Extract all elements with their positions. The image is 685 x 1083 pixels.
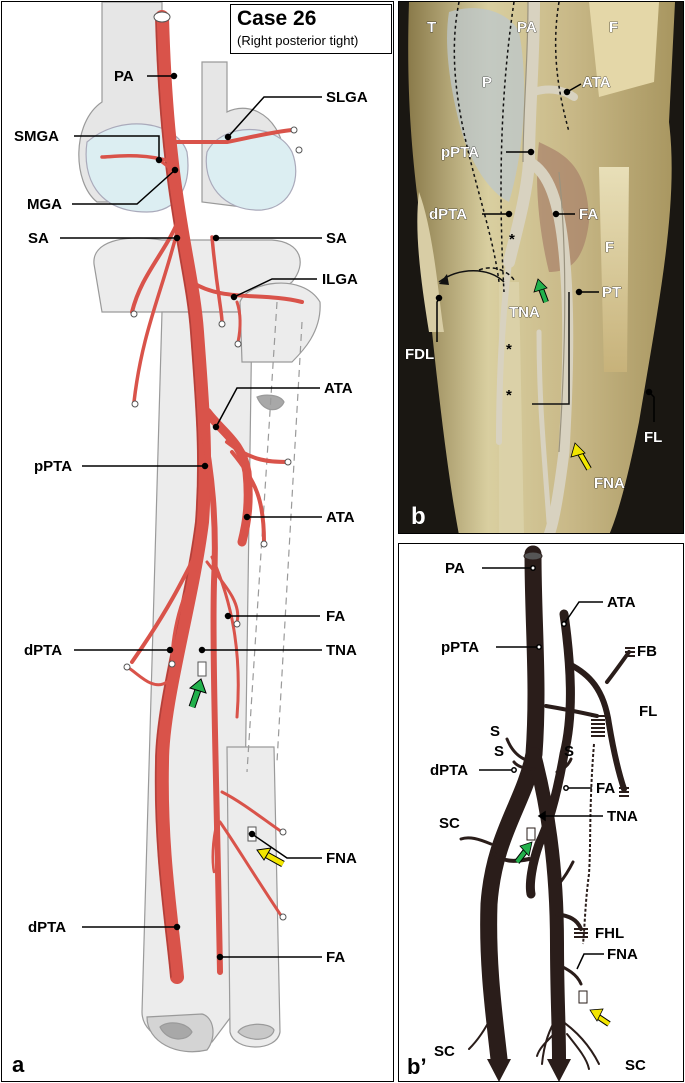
green-arrow: [188, 678, 207, 709]
photo-label-fl: FL: [644, 429, 662, 446]
label-fna: FNA: [326, 850, 357, 867]
photo-label-pa: PA: [517, 19, 537, 36]
label-dpta-mid: dPTA: [24, 642, 62, 659]
case-title: Case 26: [237, 7, 317, 30]
tna-marker: [197, 661, 207, 677]
label-ata-mid: ATA: [326, 509, 355, 526]
leader-lines: [60, 72, 322, 961]
label-ilga: ILGA: [322, 271, 358, 288]
schematic-label-dpta: dPTA: [430, 762, 468, 779]
schematic-label-ppta: pPTA: [441, 639, 479, 656]
schematic-label-fna: FNA: [607, 946, 638, 963]
artery-tree: [100, 10, 304, 984]
photo-label-fa: FA: [579, 206, 598, 223]
case-subtitle: (Right posterior tight): [237, 33, 359, 48]
photo-label-p: P: [482, 74, 492, 91]
hatched-ends: [574, 647, 635, 938]
label-fa-mid: FA: [326, 608, 345, 625]
schematic-label-sc-low-left: SC: [434, 1043, 455, 1060]
artery-cut-ends: [123, 11, 303, 921]
schematic-leaders: [479, 565, 604, 970]
photo-label-dpta: dPTA: [429, 206, 467, 223]
photo-label-ppta: pPTA: [441, 144, 479, 161]
green-arrow-photo: [533, 278, 549, 304]
photo-label-t: T: [427, 19, 436, 36]
label-sa-left: SA: [28, 230, 49, 247]
label-pa: PA: [114, 68, 134, 85]
label-slga: SLGA: [326, 89, 368, 106]
schematic-label-s3: S: [564, 743, 574, 760]
photo-label-pt: PT: [602, 284, 621, 301]
schematic-label-tna: TNA: [607, 808, 638, 825]
schematic-arteries: [459, 545, 631, 1070]
panel-a-illustration: PA SLGA SMGA MGA SA SA ILGA ATA pPTA ATA…: [12, 2, 368, 1077]
panel-letter-b: b: [411, 503, 426, 530]
schematic-label-sc-left: SC: [439, 815, 460, 832]
panel-letter-b-prime: b’: [407, 1054, 427, 1079]
dissection-photo: T PA F P ATA pPTA dPTA FA F TNA PT FDL F…: [405, 2, 675, 533]
photo-label-f-mid: F: [605, 239, 614, 256]
panel-letter-a: a: [12, 1052, 25, 1077]
photo-label-f-top: F: [609, 19, 618, 36]
photo-label-fdl: FDL: [405, 346, 434, 363]
label-ppta: pPTA: [34, 458, 72, 475]
label-tna: TNA: [326, 642, 357, 659]
case-box: Case 26 (Right posterior tight): [230, 4, 392, 54]
label-dpta-low: dPTA: [28, 919, 66, 936]
schematic-label-ata: ATA: [607, 594, 636, 611]
schematic-label-pa: PA: [445, 560, 465, 577]
label-fa-low: FA: [326, 949, 345, 966]
label-smga: SMGA: [14, 128, 59, 145]
yellow-arrow-photo: [570, 442, 592, 471]
schematic-label-s2: S: [494, 743, 504, 760]
yellow-arrow-schematic: [589, 1008, 611, 1027]
label-ata-top: ATA: [324, 380, 353, 397]
photo-label-fna: FNA: [594, 475, 625, 492]
yellow-arrow: [256, 847, 285, 868]
label-mga: MGA: [27, 196, 62, 213]
photo-star-3: *: [506, 387, 512, 404]
photo-star-1: *: [509, 231, 515, 248]
schematic-label-sc-low-right: SC: [625, 1057, 646, 1074]
label-sa-right: SA: [326, 230, 347, 247]
schematic-diagram: PA ATA pPTA FB FL S S S dPTA FA SC TNA F…: [407, 545, 657, 1081]
green-arrow-schematic: [514, 841, 533, 864]
panel-b-prime: PA ATA pPTA FB FL S S S dPTA FA SC TNA F…: [398, 543, 684, 1082]
schematic-label-fa: FA: [596, 780, 615, 797]
photo-label-tna: TNA: [509, 304, 540, 321]
photo-star-2: *: [506, 341, 512, 358]
photo-label-ata: ATA: [582, 74, 611, 91]
panel-b-photo: T PA F P ATA pPTA dPTA FA F TNA PT FDL F…: [398, 1, 684, 534]
schematic-label-s1: S: [490, 723, 500, 740]
schematic-label-fhl: FHL: [595, 925, 624, 942]
schematic-label-fb: FB: [637, 643, 657, 660]
schematic-label-fl: FL: [639, 703, 657, 720]
panel-a: PA SLGA SMGA MGA SA SA ILGA ATA pPTA ATA…: [1, 1, 394, 1082]
